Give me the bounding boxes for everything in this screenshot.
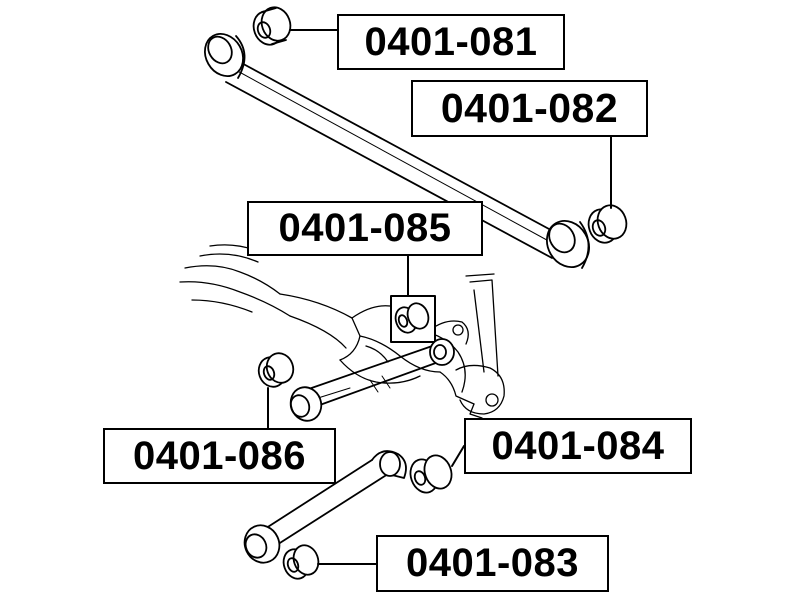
part-number-text: 0401-082 [440,85,619,131]
leader-084 [451,445,465,467]
part-label-0401-084: 0401-084 [464,418,692,474]
part-label-0401-083: 0401-083 [376,535,609,592]
part-label-0401-086: 0401-086 [103,428,336,484]
lower-control-arm [243,450,407,564]
axle-body-section [179,244,505,419]
part-number-text: 0401-086 [132,433,307,478]
bushing-0401-086 [257,352,295,388]
part-number-text: 0401-081 [364,19,538,64]
bushing-0401-085 [390,295,436,343]
middle-lateral-link [289,338,455,422]
bushing-0401-083 [282,544,320,580]
part-number-text: 0401-085 [278,206,452,250]
bushing-0401-084 [409,454,453,494]
part-label-0401-082: 0401-082 [411,80,648,137]
bushing-0401-082 [587,204,628,244]
part-label-0401-085: 0401-085 [247,201,483,256]
part-number-text: 0401-084 [491,423,665,468]
part-number-text: 0401-083 [405,541,580,585]
leader-lines [267,29,612,565]
upper-control-arm [204,33,590,269]
bushing-0401-081 [252,6,292,46]
part-label-0401-081: 0401-081 [337,14,565,70]
